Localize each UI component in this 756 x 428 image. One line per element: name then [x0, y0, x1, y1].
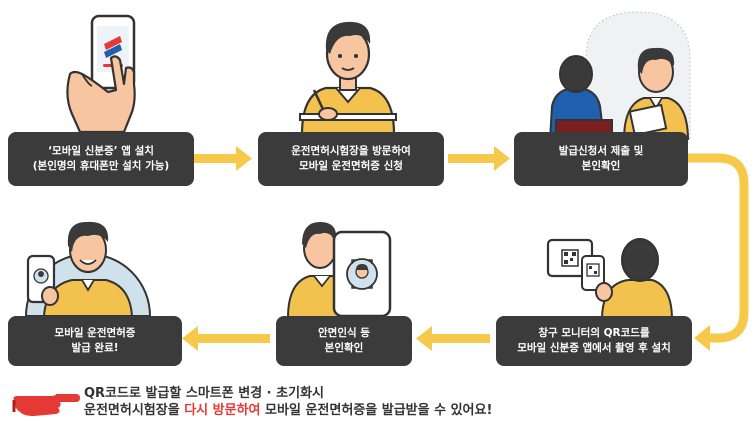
step-1-line-1: ‘모바일 신분증’ 앱 설치	[48, 145, 154, 157]
note-line-2-before: 운전면허시험장을	[84, 403, 185, 418]
hand-phone-illustration	[66, 14, 136, 132]
note-highlight: 다시 방문하여	[184, 403, 261, 418]
step-1-box: ‘모바일 신분증’ 앱 설치 (본인명의 휴대폰만 설치 가능)	[8, 132, 194, 186]
step-5-line-2: 본인확인	[324, 342, 364, 354]
arrow-step1-to-step2	[192, 146, 252, 171]
step-6-box: 모바일 운전면허증 발급 완료!	[8, 316, 182, 366]
step-3-box: 발급신청서 제출 및 본인확인	[514, 132, 688, 186]
step-2-box: 운전면허시험장을 방문하여 모바일 운전면허증 신청	[258, 132, 444, 186]
note-line-2: 운전면허시험장을 다시 방문하여 모바일 운전면허증을 발급받을 수 있어요!	[84, 402, 492, 419]
step-4-box: 창구 모니터의 QR코드를 모바일 신분증 앱에서 촬영 후 설치	[496, 316, 692, 366]
bottom-note: QR코드로 발급할 스마트폰 변경 · 초기화시 운전면허시험장을 다시 방문하…	[84, 385, 492, 419]
step-5-box: 안면인식 등 본인확인	[276, 316, 412, 366]
step-2-line-2: 모바일 운전면허증 신청	[299, 160, 403, 172]
arrow-step3-to-step4	[688, 153, 749, 351]
arrow-step5-to-step6	[182, 326, 270, 351]
step-5-line-1: 안면인식 등	[318, 327, 370, 339]
note-line-1: QR코드로 발급할 스마트폰 변경 · 초기화시	[84, 386, 324, 401]
face-recognition-illustration	[286, 222, 392, 318]
step-1-line-2: (본인명의 휴대폰만 설치 가능)	[32, 160, 170, 172]
arrow-step2-to-step3	[448, 146, 510, 171]
step-2-line-1: 운전면허시험장을 방문하여	[291, 145, 411, 157]
app-logo-icon	[104, 36, 122, 58]
step-3-line-2: 본인확인	[581, 160, 621, 172]
step-4-line-2: 모바일 신분증 앱에서 촬영 후 설치	[517, 342, 671, 354]
monitor-qr-icon	[561, 249, 579, 267]
phone-qr-icon	[586, 263, 600, 277]
step-6-line-2: 발급 완료!	[71, 342, 119, 354]
face-scan-icon	[346, 258, 378, 290]
step-4-line-1: 창구 모니터의 QR코드를	[538, 327, 650, 339]
note-line-2-after: 모바일 운전면허증을 발급받을 수 있어요!	[260, 403, 493, 418]
step-6-line-1: 모바일 운전면허증	[54, 327, 136, 339]
counter-verification-illustration	[548, 11, 691, 140]
pointing-hand-icon	[12, 394, 80, 416]
issuance-complete-illustration	[24, 221, 152, 316]
qr-scan-illustration	[546, 238, 674, 320]
step-3-line-1: 발급신청서 제출 및	[558, 145, 644, 157]
applicant-writing-illustration	[299, 21, 397, 134]
arrow-step4-to-step5	[416, 326, 490, 351]
